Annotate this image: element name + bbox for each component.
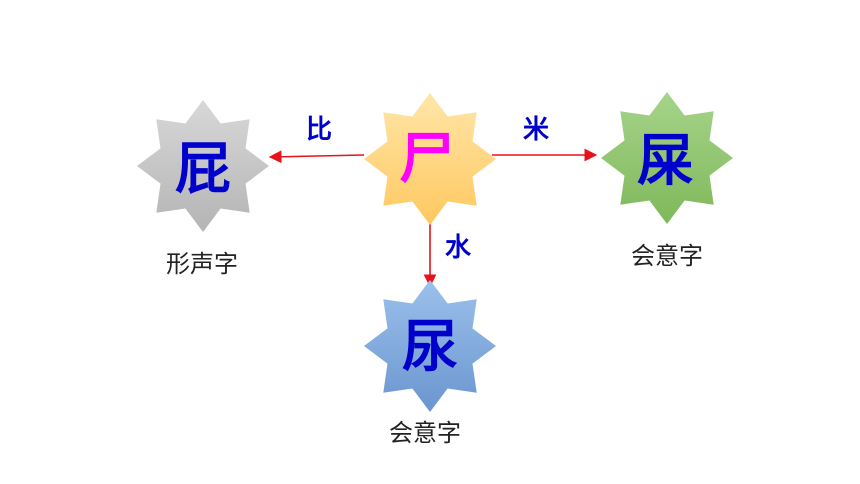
node-left: 屁 <box>137 100 269 232</box>
node-bottom: 尿 <box>364 280 496 412</box>
node-char-left: 屁 <box>175 136 231 202</box>
star-shape-right <box>601 92 733 224</box>
node-char-right: 屎 <box>637 128 693 194</box>
star-shape-center <box>364 93 496 225</box>
star-shape-left <box>137 100 269 232</box>
node-char-bottom: 尿 <box>402 314 458 380</box>
node-center: 尸 <box>364 93 496 225</box>
edge-label-bottom: 水 <box>445 233 472 263</box>
star-shape-bottom <box>364 280 496 412</box>
type-label-left: 形声字 <box>166 250 238 278</box>
node-right: 屎 <box>601 92 733 224</box>
edge-label-left: 比 <box>306 115 332 145</box>
type-label-right: 会意字 <box>631 242 703 270</box>
node-char-center: 尸 <box>399 126 455 192</box>
arrow-to-left <box>268 150 365 164</box>
edge-label-right: 米 <box>523 115 549 145</box>
type-label-bottom: 会意字 <box>389 419 461 447</box>
